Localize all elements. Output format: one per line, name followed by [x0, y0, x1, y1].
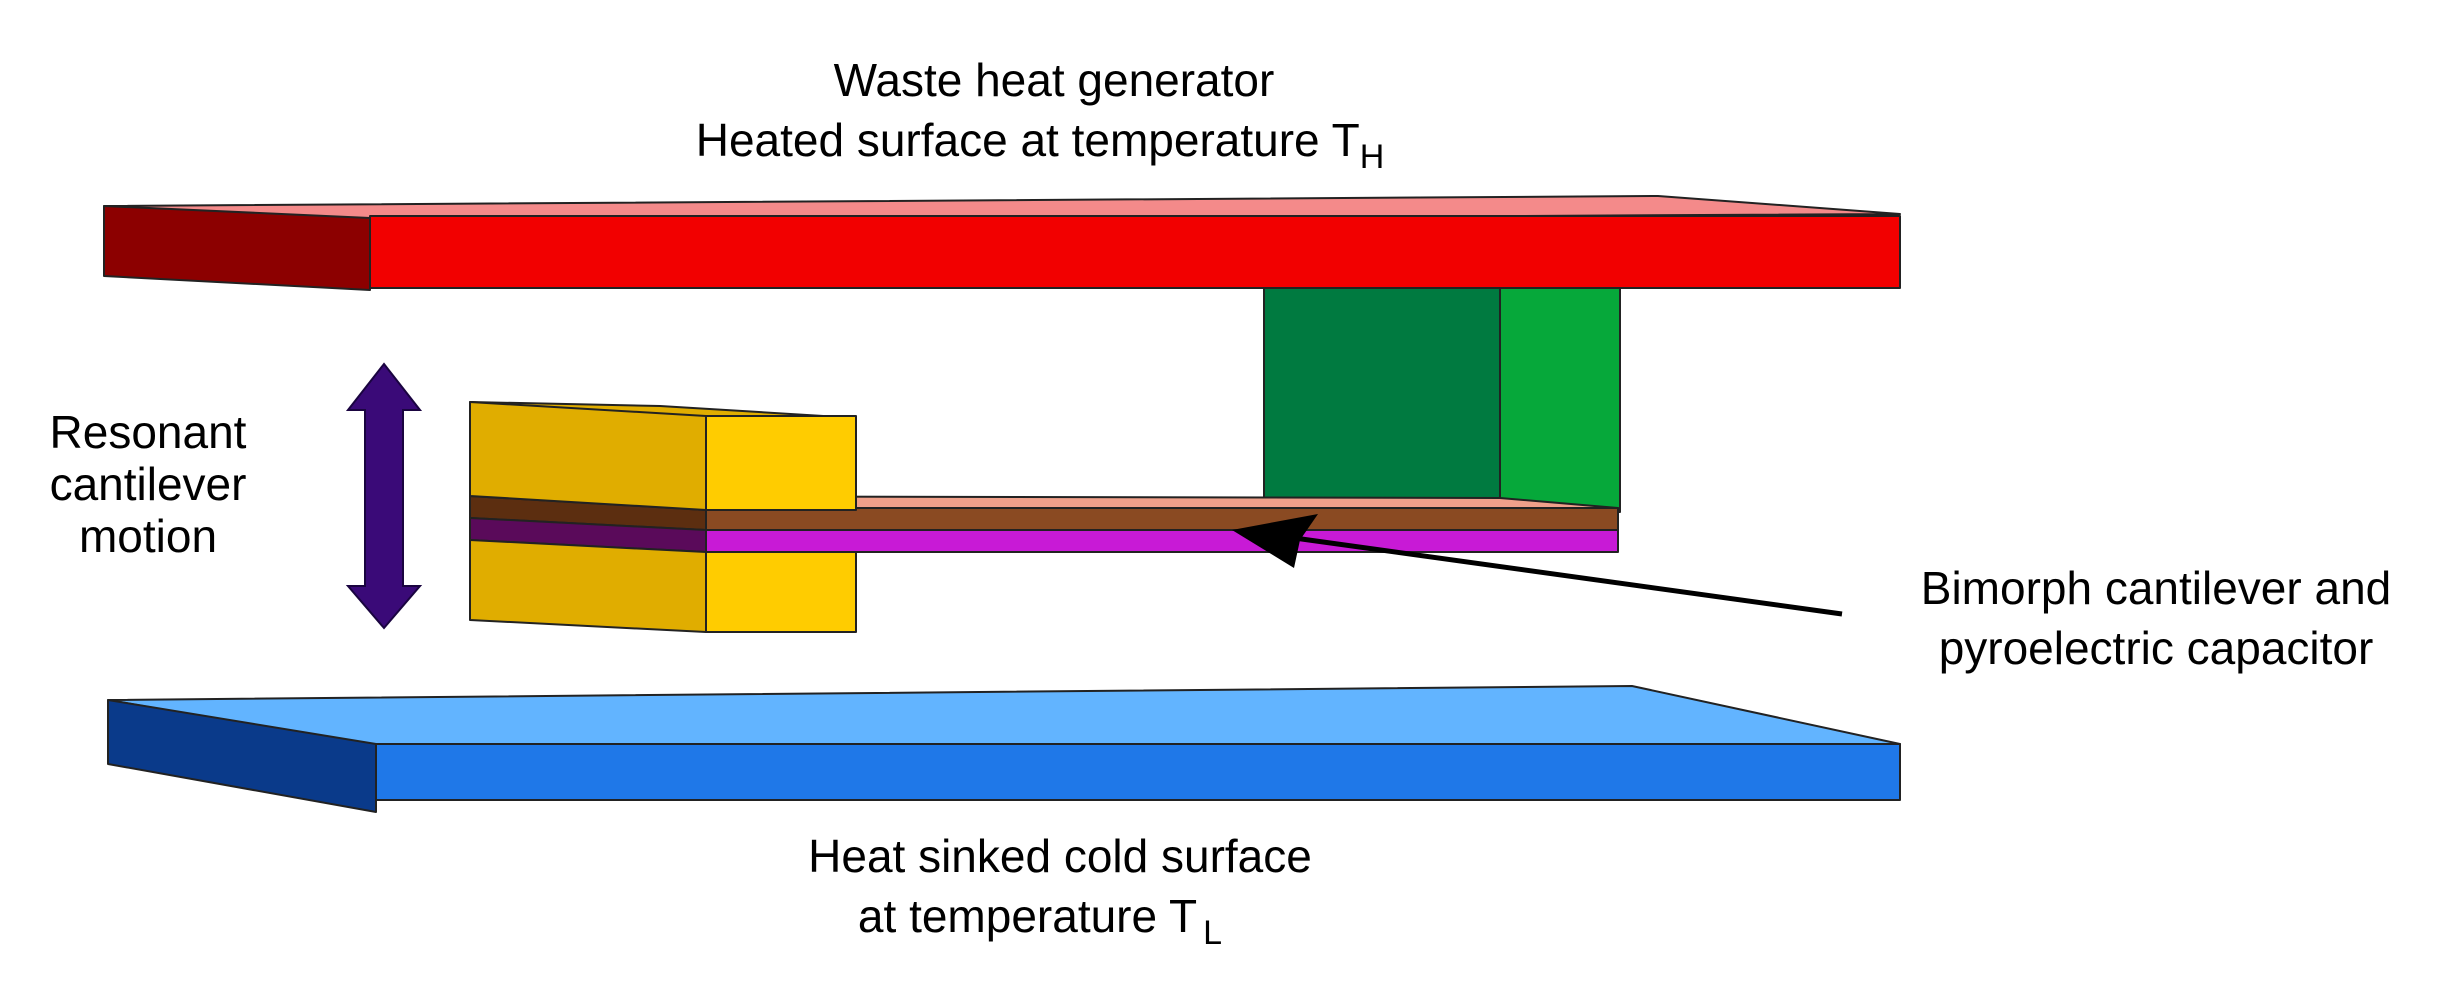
bimorph-cantilever [469, 495, 1619, 553]
hot-plate-front-face [369, 215, 1901, 289]
cantilever-magenta-layer [705, 529, 1619, 553]
top-label: Waste heat generator Heated surface at t… [696, 54, 1385, 176]
upper-clamp-front-face [705, 415, 857, 511]
cold-plate-front-face [375, 743, 1901, 801]
cold-plate-side-face [107, 699, 377, 813]
motion-double-arrow-icon [345, 362, 423, 630]
cantilever-brown-layer [705, 507, 1619, 531]
right-label-line2: pyroelectric capacitor [1939, 622, 2374, 674]
hot-plate [103, 195, 1901, 291]
bottom-label-subscript: L [1203, 914, 1222, 952]
top-label-line2-text: Heated surface at temperature T [696, 114, 1360, 166]
top-label-subscript: H [1360, 138, 1385, 176]
cold-plate-top-face [107, 685, 1901, 747]
pointer-arrow [1232, 514, 1843, 617]
upper-clamp [469, 401, 857, 511]
hot-plate-side-face [103, 205, 371, 291]
left-label-line3: motion [79, 510, 217, 562]
pointer-arrowhead-icon [1232, 514, 1318, 568]
right-label: Bimorph cantilever and pyroelectric capa… [1921, 562, 2391, 674]
bottom-label-line2-text: at temperature T [858, 890, 1197, 942]
lower-clamp-front-face [705, 551, 857, 633]
pointer-arrow-shaft [1279, 533, 1843, 617]
bottom-label: Heat sinked cold surface at temperature … [808, 830, 1312, 952]
anchor-block-side-face [1263, 287, 1501, 513]
top-label-line1: Waste heat generator [834, 54, 1275, 106]
bottom-label-line1: Heat sinked cold surface [808, 830, 1312, 882]
lower-clamp [469, 539, 857, 633]
upper-clamp-side-face [469, 401, 707, 511]
right-label-line1: Bimorph cantilever and [1921, 562, 2391, 614]
lower-clamp-side-face [469, 539, 707, 633]
left-label: Resonant cantilever motion [50, 406, 247, 562]
cold-plate [107, 685, 1901, 813]
left-label-line1: Resonant [50, 406, 247, 458]
anchor-block [1263, 287, 1621, 513]
left-label-line2: cantilever [50, 458, 247, 510]
anchor-block-front-face [1499, 287, 1621, 513]
top-label-line2: Heated surface at temperature TH [696, 114, 1385, 176]
